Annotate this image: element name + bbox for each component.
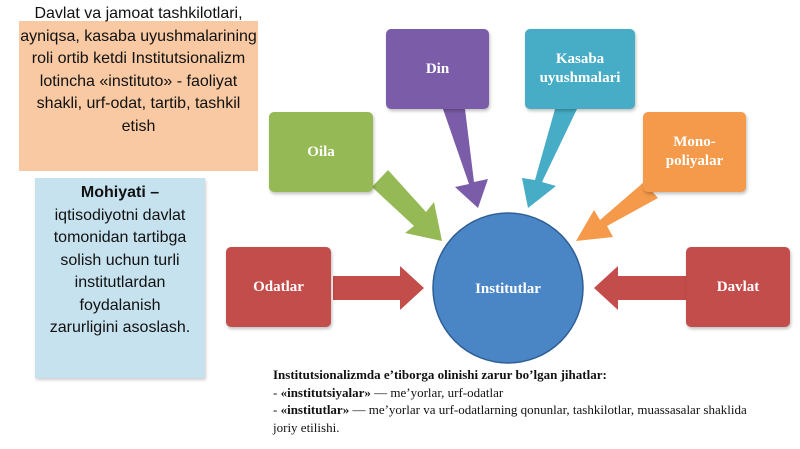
arrow-kasaba: [522, 109, 577, 208]
node-davlat: Davlat: [686, 247, 790, 327]
arrow-monopoliyalar: [576, 182, 658, 241]
caption-item-1-term: «institutsiyalar»: [280, 384, 371, 400]
caption-item-1: - «institutsiyalar» — me’yorlar, urf-oda…: [273, 384, 504, 400]
node-oila-label: Oila: [307, 143, 335, 160]
node-monopoliyalar-label: Mono-poliyalar: [665, 134, 724, 169]
arrow-odatlar: [333, 266, 424, 310]
arrow-oila: [372, 170, 442, 241]
node-oila: Oila: [269, 112, 373, 192]
definition-text: Davlat va jamoat tashkilotlari, ayniqsa,…: [18, 3, 259, 138]
essence-text: iqtisodiyotni davlat tomonidan tartibga …: [49, 206, 191, 337]
caption-item-2: - «institutlar» — me’yorlar va urf-odatl…: [273, 402, 747, 435]
node-odatlar-label: Odatlar: [253, 278, 304, 295]
caption: Institutsionalizmda e’tiborga olinishi z…: [273, 366, 753, 436]
essence-note: Mohiyati – iqtisodiyotni davlat tomonida…: [35, 178, 205, 378]
essence-title: Mohiyati –: [80, 184, 160, 201]
center-circle: [432, 212, 584, 364]
caption-item-2-term: «institutlar»: [280, 402, 350, 417]
definition-note: [19, 21, 258, 171]
arrow-din: [443, 109, 488, 208]
definition-text-content: Davlat va jamoat tashkilotlari, ayniqsa,…: [20, 5, 257, 135]
node-davlat-label: Davlat: [716, 278, 760, 295]
arrow-davlat: [594, 266, 686, 310]
node-odatlar: Odatlar: [226, 247, 331, 327]
caption-heading: Institutsionalizmda e’tiborga olinishi z…: [273, 367, 607, 382]
node-kasaba-label: Kasaba uyushmalari: [539, 51, 621, 86]
node-din-label: Din: [425, 60, 450, 77]
node-monopoliyalar: Mono-poliyalar: [643, 112, 746, 192]
caption-item-1-text: — me’yorlar, urf-odatlar: [370, 384, 504, 400]
node-din: Din: [386, 29, 489, 109]
caption-item-2-text: — me’yorlar va urf-odatlarning qonunlar,…: [273, 402, 747, 435]
node-kasaba: Kasaba uyushmalari: [525, 29, 635, 109]
center-label: Institutlar: [475, 281, 541, 297]
